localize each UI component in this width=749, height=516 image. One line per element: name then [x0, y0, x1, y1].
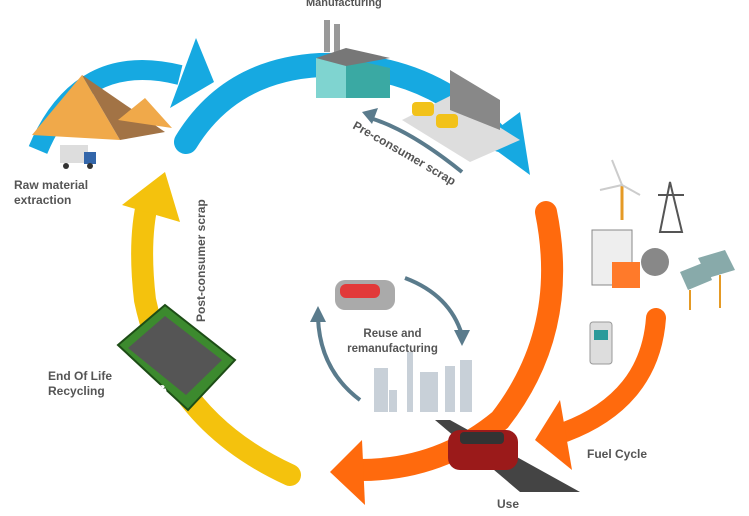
reuse-label: Reuse and remanufacturing — [347, 328, 438, 355]
use-flow-arrow — [349, 201, 564, 481]
reuse-loop-arrow-left — [316, 317, 362, 402]
factory-icon — [316, 20, 390, 98]
use-label: Use — [497, 497, 520, 511]
fuel-pump-icon — [589, 321, 613, 365]
solar-panel-icon — [680, 250, 735, 310]
sand-piles-icon — [32, 75, 172, 140]
road-with-car-icon — [435, 420, 580, 492]
arrowhead-gray-1 — [362, 108, 378, 124]
post-consumer-scrap-label: Post-consumer scrap — [194, 199, 208, 322]
end-of-life-label: End Of Life Recycling — [48, 369, 112, 398]
pre-consumer-scrap-arrow — [369, 116, 464, 174]
warehouse-icon — [402, 70, 520, 162]
arrowhead-orange-1 — [330, 440, 365, 505]
svg-text:♻: ♻ — [155, 382, 168, 398]
recycling-bin-icon: ♻ — [116, 303, 237, 412]
fuel-cycle-arrow — [555, 308, 666, 442]
truck-icon — [60, 145, 96, 169]
reuse-loop-arrow-right — [404, 276, 464, 336]
raw-material-label: Raw material extraction — [14, 178, 89, 207]
fuel-cycle-label: Fuel Cycle — [587, 447, 648, 461]
arrowhead-yellow — [122, 172, 180, 222]
arrowhead-gray-2 — [454, 330, 470, 346]
arrowhead-blue-1 — [170, 38, 214, 108]
arrowhead-orange-2 — [535, 400, 572, 470]
power-plant-icon — [591, 229, 669, 288]
city-buildings-icon — [374, 352, 472, 412]
wind-turbine-icon — [599, 159, 641, 220]
power-pylon-icon — [658, 181, 684, 233]
manufacturing-label: Manufacturing — [306, 0, 382, 9]
arrowhead-gray-3 — [310, 306, 326, 322]
remanufactured-car-icon — [335, 280, 395, 310]
